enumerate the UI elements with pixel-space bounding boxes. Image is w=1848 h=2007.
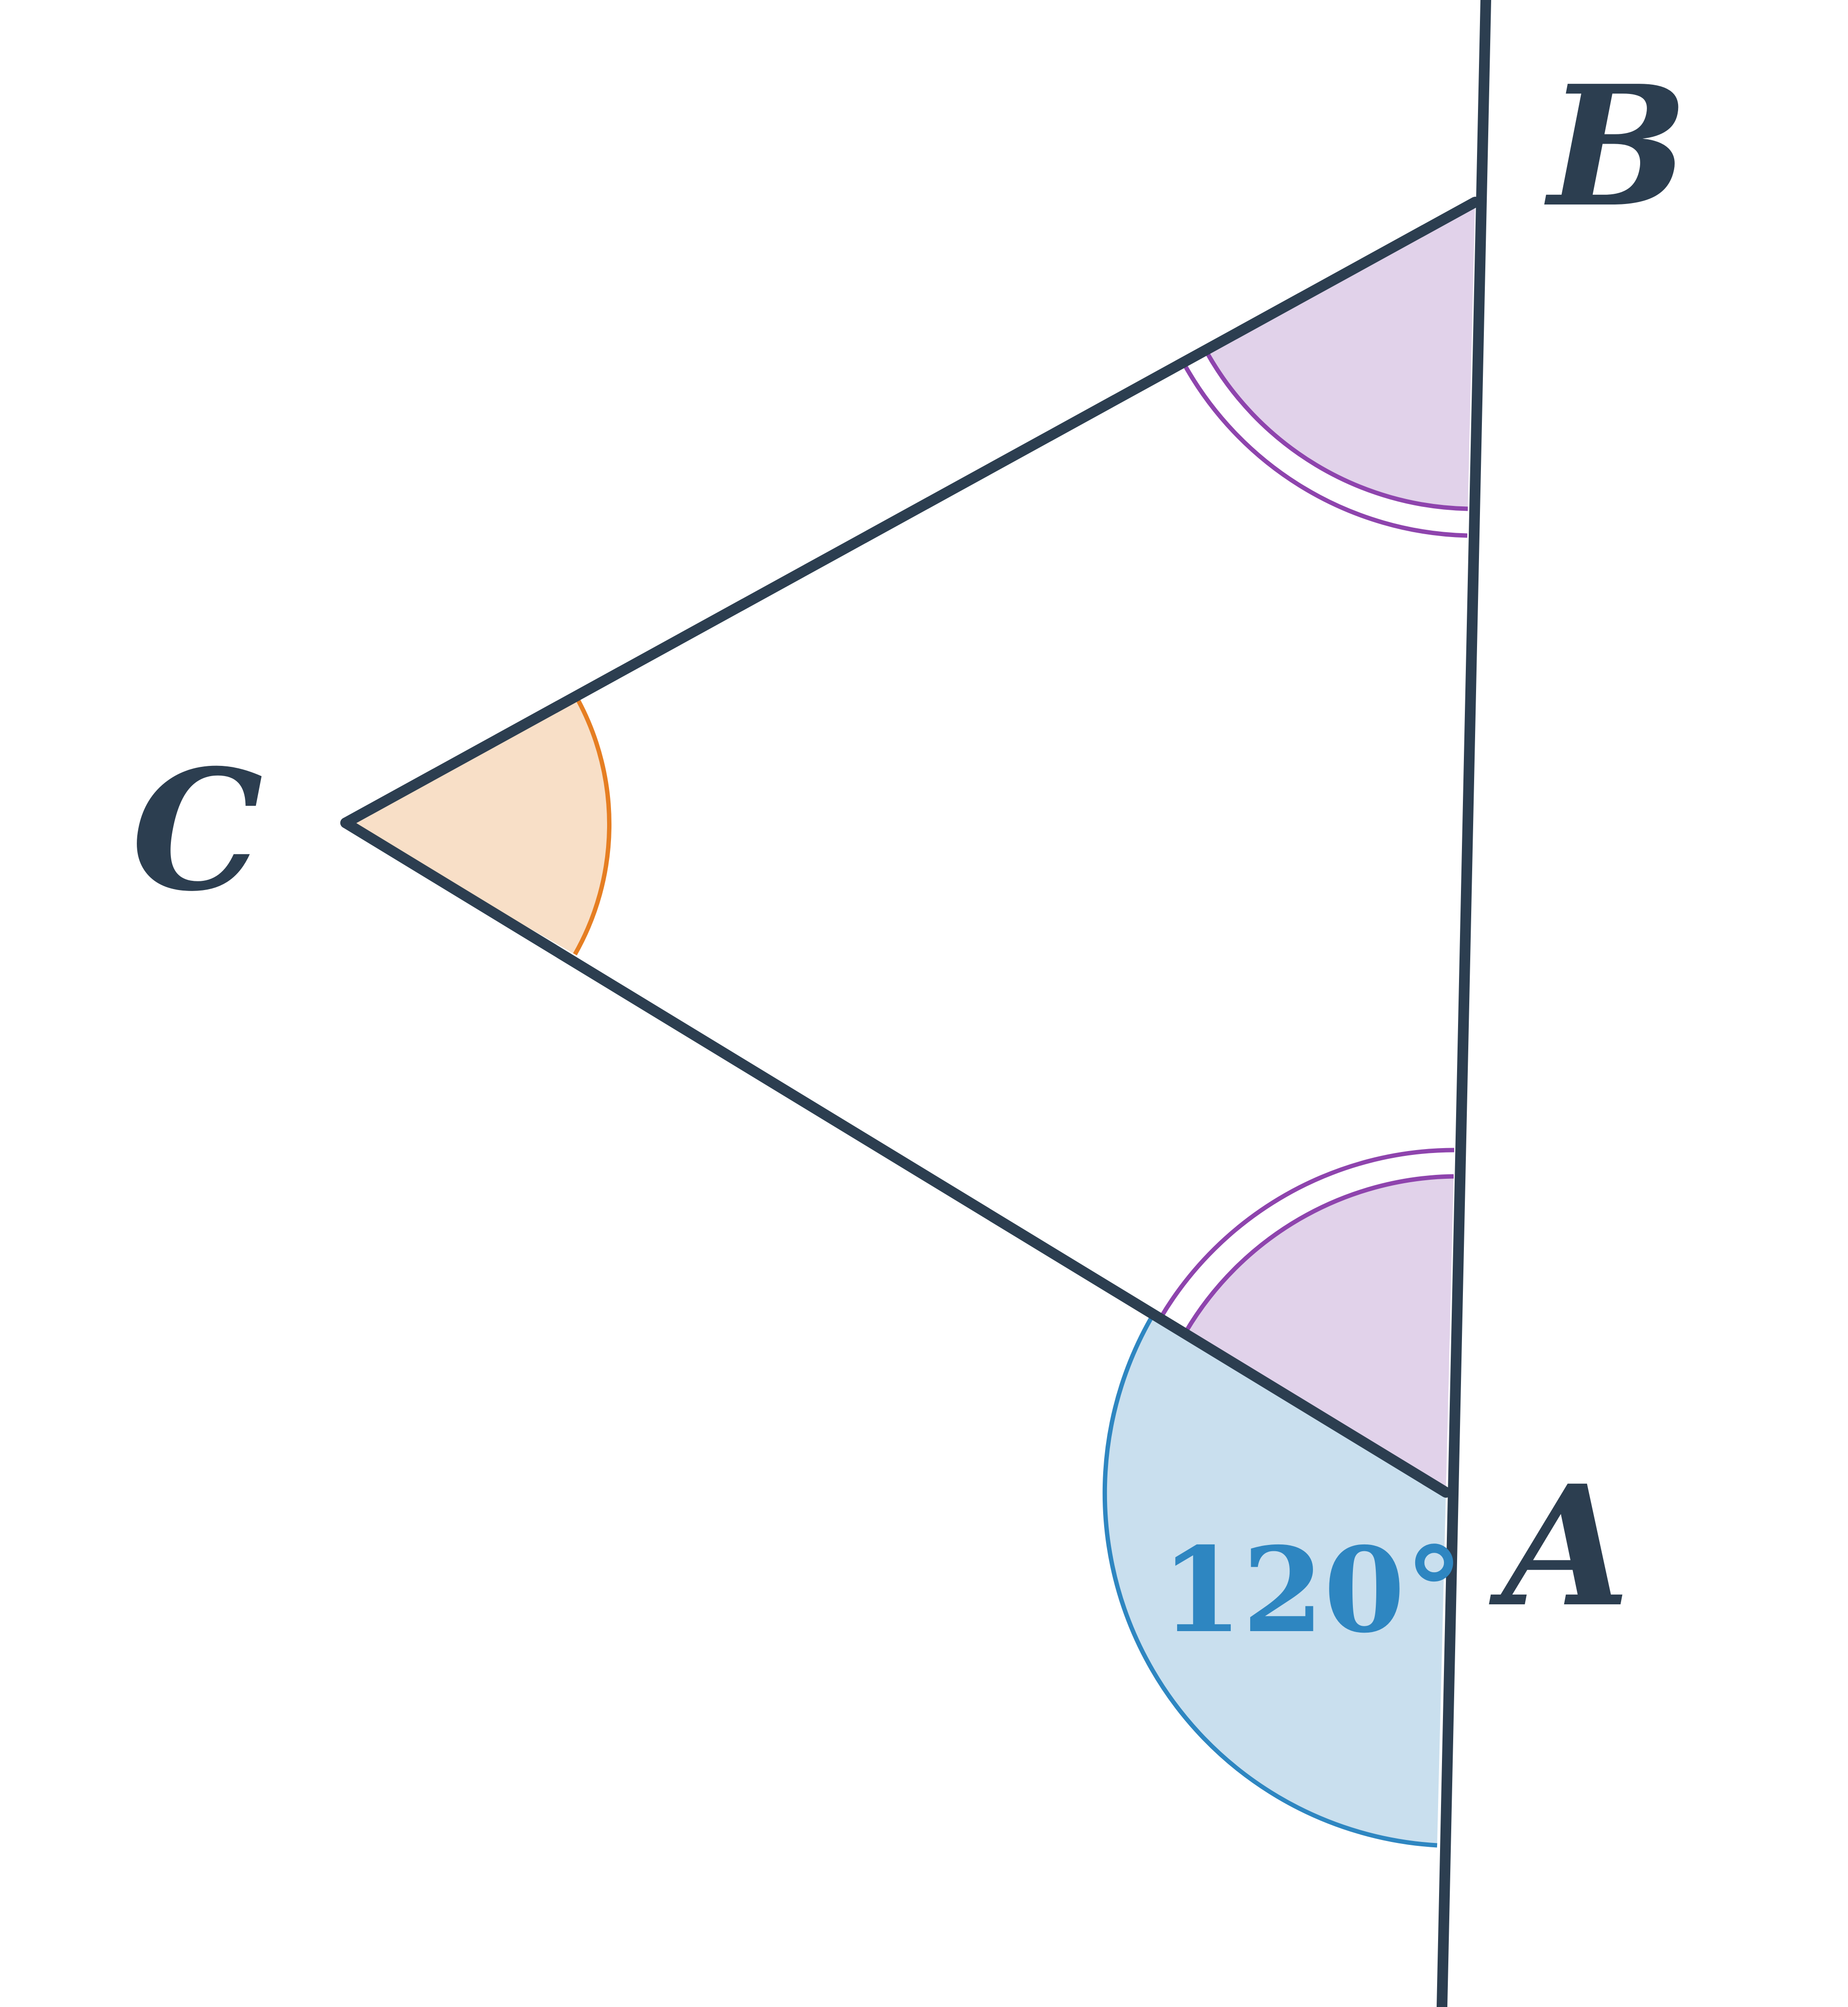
vertex-label-a: A [1489,1450,1630,1644]
interior-angle-a-outer-arc [1159,1148,1455,1319]
interior-angle-a-sector [1186,1176,1454,1492]
interior-angle-a-inner-arc [1184,1174,1454,1333]
interior-angle-c-sector [346,701,610,954]
vertex-label-c: C [131,734,263,928]
interior-angle-b-inner-arc [1204,350,1468,511]
extended-line-ab [1437,0,1491,2007]
interior-angle-b-sector [1206,202,1475,509]
interior-angle-b-outer-arc [1182,362,1468,538]
side-ca [340,818,1451,1498]
side-cb [340,197,1480,828]
interior-angle-c-arc [573,699,612,956]
vertex-label-b: B [1543,50,1688,244]
exterior-angle-a-label: 120° [1161,1522,1463,1659]
exterior-angle-a-arc [1102,1311,1438,1848]
